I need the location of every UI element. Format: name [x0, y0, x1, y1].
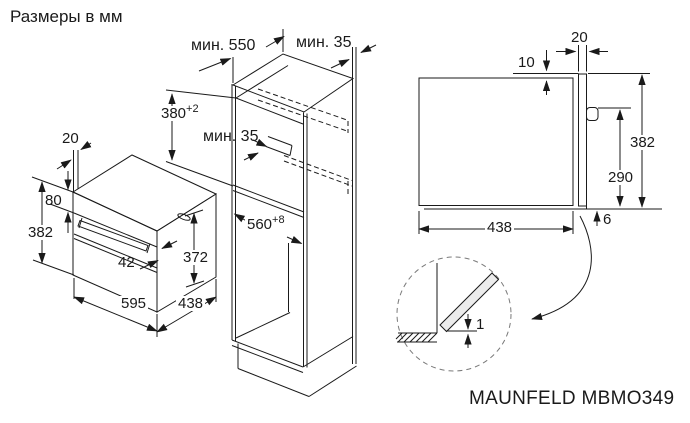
dim-oven-total-height: 382: [26, 224, 56, 241]
dim-cabinet-niche-height: 380+2: [159, 103, 201, 122]
dim-oven-handle-offset: 42: [118, 254, 135, 271]
oven-front-view-drawing: [31, 140, 218, 337]
page-title: Размеры в мм: [10, 7, 123, 26]
dim-cabinet-min-depth: мин. 550: [191, 37, 256, 54]
side-view-door: [578, 73, 587, 207]
detail-circle-drawing: [395, 256, 512, 372]
open-door-section: [439, 272, 500, 333]
detail-leader-arrow: [531, 215, 592, 321]
dim-oven-width: 595: [119, 295, 149, 312]
dim-cabinet-min-shelf-clearance: мин. 35: [203, 128, 259, 145]
dim-side-latch-height: 290: [606, 169, 636, 186]
dim-oven-door-height: 372: [181, 249, 211, 266]
door-latch: [586, 107, 599, 121]
dim-oven-depth: 438: [176, 295, 206, 312]
dim-oven-control-panel-height: 80: [45, 192, 62, 209]
dim-side-door-top-overhang: 10: [518, 54, 535, 71]
dim-side-body-depth: 438: [485, 219, 515, 236]
dim-side-bottom-clearance: 6: [603, 211, 612, 228]
dim-cabinet-niche-width: 560+8: [245, 214, 287, 233]
cabinet-niche-drawing: [165, 29, 377, 397]
oven-handle: [77, 219, 149, 252]
dim-oven-door-frame-width: 20: [62, 130, 79, 147]
dim-cabinet-min-back-clearance: мин. 35: [296, 34, 352, 51]
oven-vent: [177, 213, 191, 221]
dim-side-total-height: 382: [628, 134, 658, 151]
dim-detail-door-bottom-gap: 1: [476, 316, 485, 333]
model-label: MAUNFELD MBMO349: [469, 388, 675, 409]
dim-side-door-thickness: 20: [571, 29, 588, 46]
